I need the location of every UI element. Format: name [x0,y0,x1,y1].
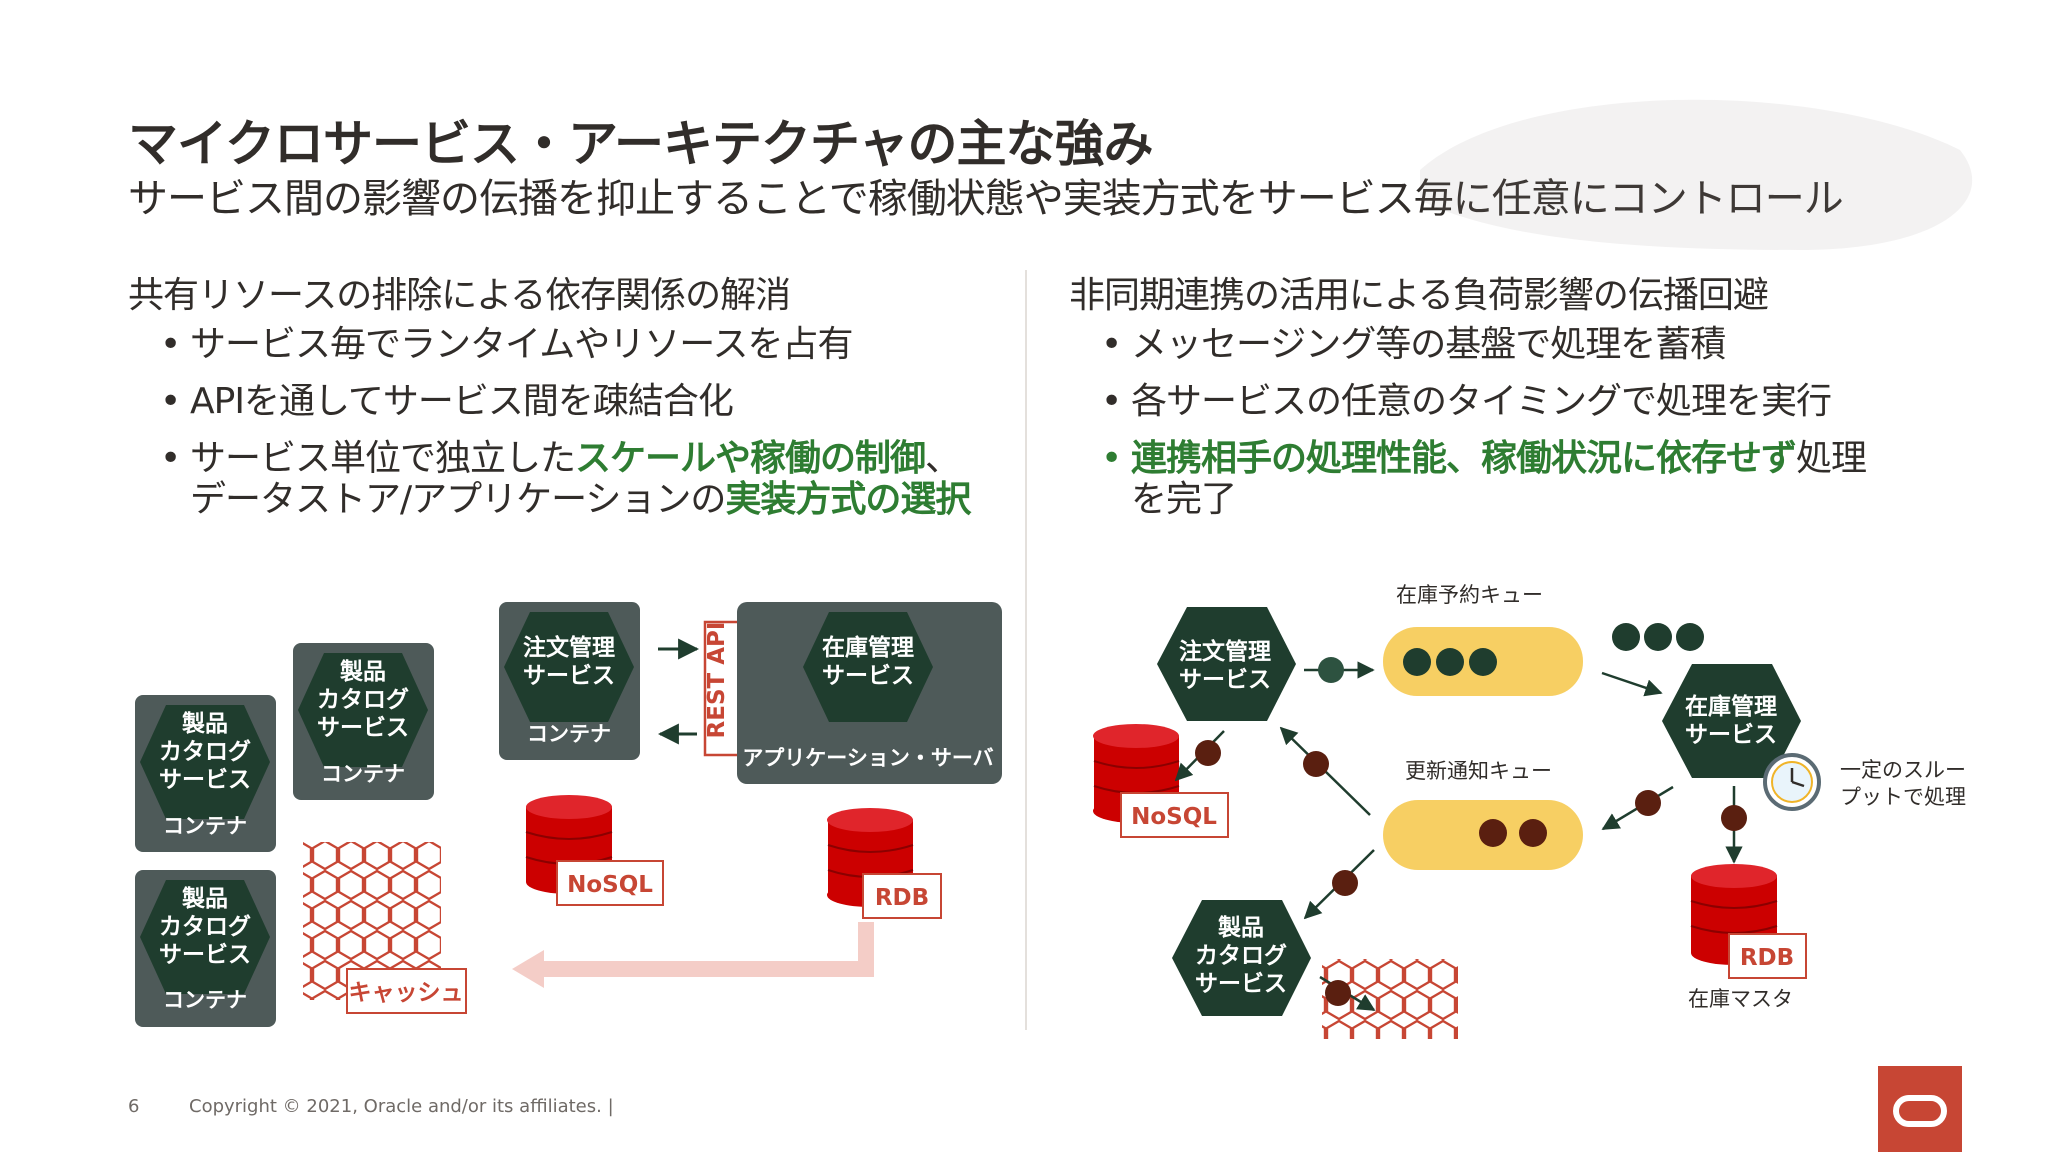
catalog-label-2: カタログ [159,913,251,940]
right-bullet-3-text: 処理 [1796,438,1867,479]
page-number: 6 [128,1096,140,1117]
message-dot [1325,980,1351,1006]
left-bullet-3-highlight2: 実装方式の選択 [725,479,971,520]
update-queue-label: 更新通知キュー [1405,759,1552,783]
rest-api-label: REST API [704,622,730,739]
nosql-label: NoSQL [567,872,653,898]
app-server-container: 在庫管理 サービス アプリケーション・サーバ [737,602,1002,784]
sync-arrow [540,922,874,977]
sync-arrow-head [512,950,544,988]
left-heading: 共有リソースの排除による依存関係の解消 [128,275,791,316]
left-bullet-3: サービス単位で独立したスケールや稼働の制御、データストア/アプリケーションの実装… [132,438,1002,520]
container-label: コンテナ [163,814,247,838]
left-bullet-3-comma: 、 [925,438,961,479]
cache-grid: キャッシュ [303,842,467,1014]
rdb-label: RDB [875,885,929,911]
throughput-label-2: プットで処理 [1840,785,1966,809]
catalog-label-3: サービス [317,715,409,741]
message-dot [1676,623,1704,651]
left-bullet-2: APIを通してサービス間を疎結合化 [132,381,1002,422]
right-bullet-1: メッセージング等の基盤で処理を蓄積 [1073,324,1973,365]
left-bullet-3-line2: データストア/アプリケーションの [190,479,726,520]
arrow-to-inventory [1601,671,1663,697]
left-bullets: サービス毎でランタイムやリソースを占有 APIを通してサービス間を疎結合化 サー… [132,324,1002,536]
order-label-2: サービス [523,663,615,689]
nosql-database: NoSQL [525,795,664,906]
left-bullet-3-text: サービス単位で独立した [190,438,576,479]
container-label: コンテナ [321,762,405,786]
inventory-label-2: サービス [1685,722,1777,748]
order-label-1: 注文管理 [1179,638,1271,665]
oracle-logo [1878,1066,1962,1152]
oracle-o-icon [1893,1095,1947,1127]
app-server-label: アプリケーション・サーバ [742,746,993,770]
copyright: Copyright © 2021, Oracle and/or its affi… [189,1096,614,1117]
right-bullet-2: 各サービスの任意のタイミングで処理を実行 [1073,381,1973,422]
message-dot [1318,657,1344,683]
left-bullet-3-highlight: スケールや稼働の制御 [575,438,926,479]
catalog-container-3: 製品 カタログ サービス コンテナ [293,643,434,800]
catalog-label-3: サービス [159,942,251,968]
message-dot [1195,740,1221,766]
message-dot [1479,819,1507,847]
column-divider [1025,270,1027,1030]
order-container: 注文管理 サービス コンテナ [499,602,640,760]
cache-label: キャッシュ [349,980,464,1006]
rdb-database-right: RDB [1690,864,1807,979]
message-dot [1612,623,1640,651]
inventory-label-2: サービス [822,663,914,689]
catalog-label-3: サービス [1195,971,1287,997]
inventory-label-1: 在庫管理 [822,634,914,661]
inventory-master-label: 在庫マスタ [1688,987,1793,1011]
message-dot [1403,648,1431,676]
message-dot [1519,819,1547,847]
slide-subtitle: サービス間の影響の伝播を抑止することで稼働状態や実装方式をサービス毎に任意にコン… [128,176,1844,222]
catalog-container-2: 製品 カタログ サービス コンテナ [135,870,276,1027]
catalog-label-1: 製品 [181,885,228,912]
order-service-hex: 注文管理 サービス [1157,607,1296,721]
decorative-background [1420,99,1973,250]
catalog-label-2: カタログ [1195,942,1287,969]
catalog-label-2: カタログ [159,738,251,765]
container-label: コンテナ [163,988,247,1012]
nosql-label: NoSQL [1131,804,1217,830]
order-label-1: 注文管理 [523,634,615,661]
left-bullet-1: サービス毎でランタイムやリソースを占有 [132,324,1002,365]
message-dot [1644,623,1672,651]
container-label: コンテナ [527,722,611,746]
message-dot [1469,648,1497,676]
throughput-label-1: 一定のスルー [1840,758,1966,782]
right-bullet-3-line2: を完了 [1131,479,1237,520]
message-dot [1332,870,1358,896]
message-dot [1303,751,1329,777]
message-dot [1721,805,1747,831]
right-heading: 非同期連携の活用による負荷影響の伝播回避 [1069,275,1769,316]
catalog-service-hex: 製品 カタログ サービス [1172,900,1311,1016]
order-label-2: サービス [1179,667,1271,693]
rdb-database: RDB [827,808,942,919]
inventory-service-hex: 在庫管理 サービス [1662,664,1801,778]
inventory-label-1: 在庫管理 [1685,693,1777,720]
right-bullet-3-highlight: 連携相手の処理性能、稼働状況に依存せず [1131,438,1797,479]
catalog-label-1: 製品 [339,658,386,685]
reserve-queue-label: 在庫予約キュー [1396,583,1543,607]
catalog-label-3: サービス [159,767,251,793]
nosql-database-right: NoSQL [1093,724,1229,838]
message-dot [1635,790,1661,816]
slide-title: マイクロサービス・アーキテクチャの主な強み [128,115,1153,173]
catalog-label-1: 製品 [181,710,228,737]
catalog-label-2: カタログ [317,686,409,713]
catalog-container-1: 製品 カタログ サービス コンテナ [135,695,276,852]
rdb-label: RDB [1740,945,1794,971]
clock-icon [1763,753,1821,811]
catalog-label-1: 製品 [1217,914,1264,941]
right-bullets: メッセージング等の基盤で処理を蓄積 各サービスの任意のタイミングで処理を実行 連… [1073,324,1973,536]
message-dot [1436,648,1464,676]
